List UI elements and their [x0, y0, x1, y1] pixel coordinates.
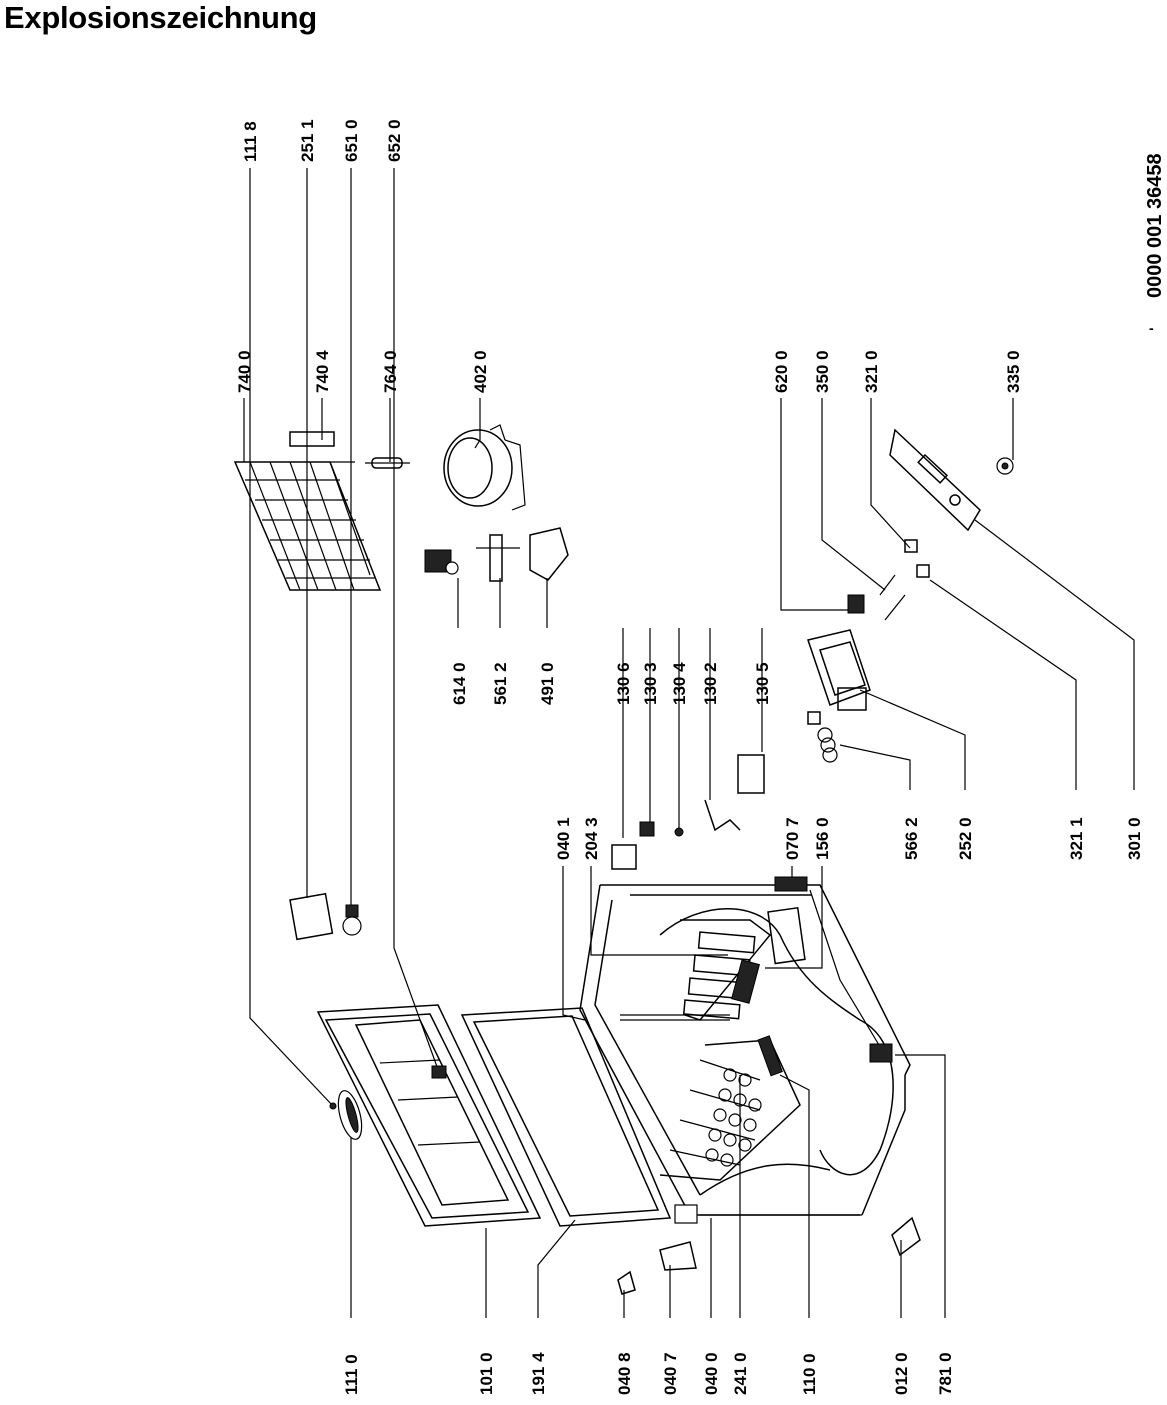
- hinge-part: [639, 821, 655, 837]
- part-label: 156 0: [813, 817, 832, 860]
- part-label: 350 0: [813, 350, 832, 393]
- part-label: 561 2: [491, 662, 510, 705]
- bulb-icon: [342, 904, 362, 936]
- mounting-bracket: [476, 534, 520, 582]
- hinge-part: [611, 844, 637, 870]
- indicator-part: [916, 564, 930, 578]
- coil-clip: [289, 431, 335, 447]
- part-label: 651 0: [342, 119, 361, 162]
- lid-assembly: [316, 1004, 542, 1227]
- part-label: 111 0: [342, 1354, 361, 1395]
- condenser-coil: [233, 461, 382, 591]
- part-labels: 111 8 251 1 651 0 652 0 740 0 740 4 764 …: [235, 119, 1144, 1395]
- part-label: 110 0: [800, 1353, 819, 1395]
- part-label: 740 4: [313, 350, 332, 393]
- knob-icon: [996, 457, 1014, 475]
- part-label: 614 0: [450, 662, 469, 705]
- part-label: 040 1: [554, 817, 573, 860]
- part-label: 781 0: [936, 1352, 955, 1395]
- part-label: 204 3: [582, 817, 601, 860]
- spring-part: [704, 799, 741, 832]
- part-label: 251 1: [298, 119, 317, 162]
- part-label: 111 8: [241, 121, 260, 162]
- part-label: 764 0: [381, 350, 400, 393]
- lock-part: [737, 754, 765, 794]
- handle: [337, 1090, 363, 1140]
- lid-gasket: [460, 1007, 672, 1227]
- part-label: 740 0: [235, 350, 254, 393]
- part-label: 321 0: [862, 350, 881, 393]
- part-label: 652 0: [385, 119, 404, 162]
- part-label: 252 0: [956, 817, 975, 860]
- part-label: 101 0: [477, 1352, 496, 1395]
- indicator-part: [904, 539, 918, 553]
- part-label: 040 0: [702, 1352, 721, 1395]
- part-label: 491 0: [538, 662, 557, 705]
- part-label: 566 2: [902, 817, 921, 860]
- capillary-coil: [807, 711, 838, 763]
- thermostat: [807, 629, 871, 711]
- control-panel: [889, 428, 981, 532]
- hinge-cover: [659, 1241, 697, 1271]
- part-label: 620 0: [772, 350, 791, 393]
- basket-grid: [705, 1068, 762, 1167]
- document-dash: -: [1149, 320, 1154, 336]
- filter-dryer: [365, 457, 410, 469]
- part-label: 335 0: [1004, 350, 1023, 393]
- lamp-part: [879, 574, 906, 621]
- hinge-part: [891, 1216, 921, 1257]
- part-label: 191 4: [529, 1352, 548, 1395]
- part-label: 241 0: [731, 1352, 750, 1395]
- clip-part: [617, 1270, 636, 1295]
- part-label: 012 0: [892, 1352, 911, 1395]
- page-title: Explosionszeichnung: [4, 0, 317, 35]
- leader-lines: [243, 168, 1135, 1318]
- part-label: 040 8: [615, 1352, 634, 1395]
- start-relay: [424, 549, 459, 575]
- screw-icon: [674, 827, 684, 837]
- freezer-cabinet: [579, 876, 911, 1224]
- part-label: 301 0: [1125, 817, 1144, 860]
- screw-icon: [329, 1102, 337, 1110]
- compressor: [443, 424, 526, 511]
- part-label: 321 1: [1067, 817, 1086, 860]
- light-cover: [289, 892, 334, 941]
- part-label: 040 7: [661, 1352, 680, 1395]
- switch-part: [847, 594, 865, 614]
- cover-part: [529, 527, 569, 581]
- part-label: 070 7: [783, 817, 802, 860]
- part-label: 402 0: [471, 350, 490, 393]
